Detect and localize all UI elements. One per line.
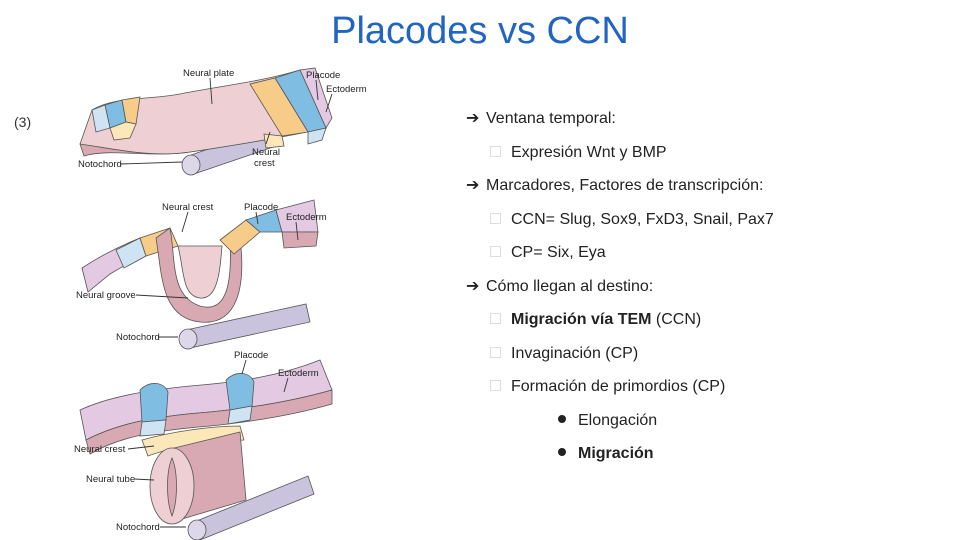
notochord-2-end: [178, 328, 198, 350]
bullet-como-llegan: ➔Cómo llegan al destino:: [466, 270, 774, 304]
square-marker: [490, 313, 501, 324]
groove-2-inner: [177, 245, 223, 299]
square-marker: [490, 145, 501, 157]
page-title: Placodes vs CCN: [331, 10, 629, 52]
placode-3-right: [225, 373, 255, 411]
edge-1-right-cream: [263, 133, 285, 149]
dot-marker: [558, 448, 566, 456]
bullet-wnt-bmp: Expresión Wnt y BMP: [466, 136, 774, 170]
placode-3-left-light: [139, 419, 167, 437]
stage-2-neural-groove: Neural crest Placode Ectoderm Neural gro…: [76, 199, 327, 350]
label-ectoderm-2: Ectoderm: [286, 212, 327, 223]
bullet-marcadores: ➔Marcadores, Factores de transcripción:: [466, 169, 774, 203]
square-marker: [490, 246, 501, 257]
label-neural-crest-2: Neural crest: [162, 202, 214, 213]
label-ectoderm-1: Ectoderm: [326, 84, 367, 95]
placode-3-right-light: [227, 405, 253, 425]
reference-number: (3): [14, 114, 32, 130]
label-neural-groove: Neural groove: [76, 290, 136, 301]
bullet-ventana-temporal: ➔Ventana temporal:: [466, 102, 774, 136]
notochord-3-end: [187, 519, 207, 540]
notochord-1-end: [181, 154, 201, 176]
bullet-ccn-markers: CCN= Slug, Sox9, FxD3, Snail, Pax7: [466, 203, 774, 237]
bullet-formacion-primordios: Formación de primordios (CP): [466, 370, 774, 404]
label-neural-tube: Neural tube: [86, 474, 135, 485]
bullet-migracion-tem: Migración vía TEM (CCN): [466, 303, 774, 337]
bullet-invaginacion: Invaginación (CP): [466, 337, 774, 371]
stage-3-neural-tube: Placode Ectoderm Neural crest Neural tub…: [74, 350, 333, 540]
placode-3-left: [139, 383, 169, 423]
square-marker: [490, 346, 501, 358]
neural-crest-placode-diagram: Neural plate Placode Ectoderm Notochord …: [74, 67, 367, 540]
tube-3-lumen: [167, 456, 177, 518]
label-notochord-2: Notochord: [116, 332, 160, 343]
dot-marker: [558, 414, 566, 423]
label-notochord-1: Notochord: [78, 159, 122, 170]
bullet-cp-markers: CP= Six, Eya: [466, 236, 774, 270]
square-marker: [490, 212, 501, 224]
square-marker: [490, 380, 501, 391]
label-placode-3: Placode: [234, 350, 268, 361]
label-notochord-3: Notochord: [116, 522, 160, 533]
label-crest-1: crest: [254, 158, 275, 169]
label-neural-crest-3: Neural crest: [74, 444, 126, 455]
arrow-marker: ➔: [466, 277, 480, 295]
stage-1-neural-plate: Neural plate Placode Ectoderm Notochord …: [78, 67, 367, 176]
label-neural-1: Neural: [252, 147, 280, 158]
bullet-migracion: Migración: [466, 437, 774, 471]
label-placode-1: Placode: [306, 70, 340, 81]
edge-1-left-cream: [109, 121, 137, 141]
wing-2-right-side: [281, 231, 319, 249]
label-ectoderm-3: Ectoderm: [278, 368, 319, 379]
label-neural-plate: Neural plate: [183, 68, 234, 79]
arrow-marker: ➔: [466, 110, 480, 127]
label-placode-2: Placode: [244, 202, 278, 213]
bullet-elongacion: Elongación: [466, 404, 774, 438]
arrow-marker: ➔: [466, 177, 480, 194]
edge-1-right-light: [307, 127, 327, 145]
bullet-list: ➔Ventana temporal: Expresión Wnt y BMP ➔…: [466, 102, 774, 471]
